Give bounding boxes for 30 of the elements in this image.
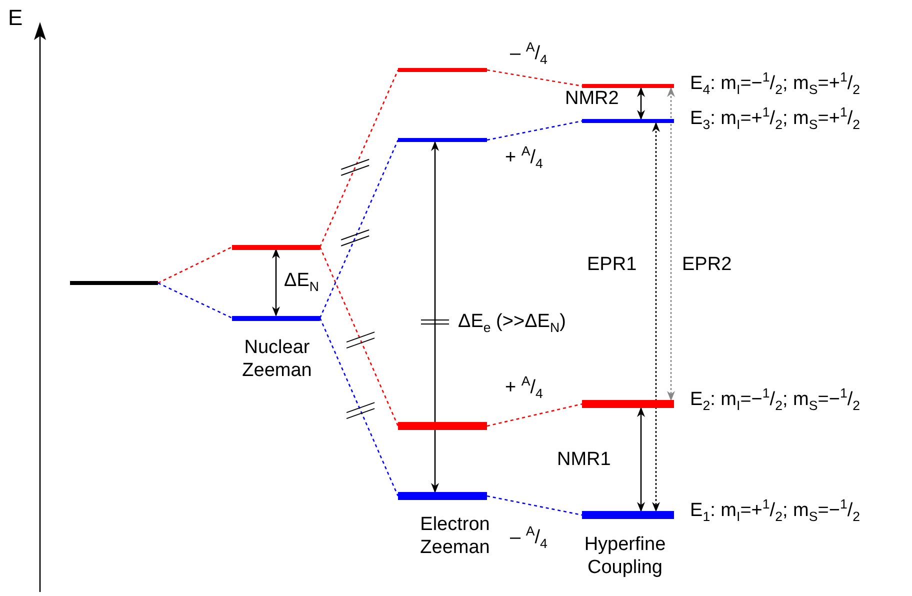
column-label: Hyperfine Coupling (583, 533, 667, 579)
column-label: Nuclear Zeeman (241, 336, 313, 382)
energy-level-label: E$_{2}$: m$_{I}$=−$^{1}$/$_{2}$; m$_{S}$=−$^{1}$/$_{2}$ (690, 388, 860, 412)
correlation-line (319, 246, 399, 426)
transition-arrow (431, 141, 439, 493)
correlation-line (158, 282, 232, 319)
correlation-line (486, 120, 582, 141)
column-label: Electron Zeeman (419, 513, 491, 559)
correlation-line (158, 246, 232, 284)
transition-arrow (637, 407, 645, 512)
energy-level-label: + $^{A}$/$_{4}$ (505, 376, 543, 400)
transition-arrow (637, 87, 645, 120)
energy-level-label: E$_{4}$: m$_{I}$=−$^{1}$/$_{2}$; m$_{S}$=+$^{1}$/$_{2}$ (690, 72, 860, 96)
energy-level-label: – $^{A}$/$_{4}$ (510, 526, 548, 550)
axis-label: E (8, 6, 24, 29)
correlation-line (486, 69, 582, 87)
energy-level-label: E$_{1}$: m$_{I}$=+$^{1}$/$_{2}$; m$_{S}$=−$^{1}$/$_{2}$ (690, 499, 860, 523)
correlation-line (319, 318, 399, 496)
correlation-line (319, 70, 399, 248)
correlation-line (486, 403, 582, 427)
energy-level-label: E$_{3}$: m$_{I}$=+$^{1}$/$_{2}$; m$_{S}$=+$^{1}$/$_{2}$ (690, 107, 860, 131)
correlation-line (486, 495, 582, 516)
edge-label: ΔE$_{e}$ (>>ΔE$_{N}$) (458, 311, 566, 333)
correlation-line (319, 140, 399, 318)
energy-level-label: + $^{A}$/$_{4}$ (505, 146, 543, 170)
transition-arrow (272, 248, 280, 316)
transition-arrow (652, 122, 660, 512)
edge-label: ΔE$_{N}$ (284, 270, 319, 292)
transition-arrow (667, 87, 675, 401)
energy-level-label: – $^{A}$/$_{4}$ (510, 42, 548, 66)
